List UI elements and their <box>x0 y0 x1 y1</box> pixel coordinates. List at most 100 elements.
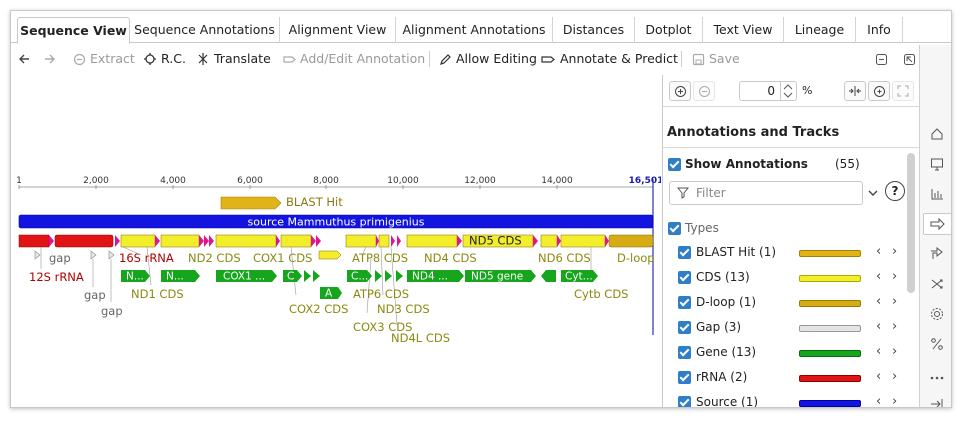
extract-button[interactable]: Extract <box>73 49 135 69</box>
restore-button[interactable] <box>903 49 916 69</box>
cds-feature[interactable] <box>160 234 200 248</box>
tab-dotplot[interactable]: Dotplot <box>635 17 703 43</box>
track-checkbox[interactable] <box>678 396 691 407</box>
blast-hit-feature[interactable] <box>220 196 282 210</box>
track-row-source[interactable]: Source (1) ‹ › <box>663 391 920 408</box>
chevron-left-icon[interactable]: ‹ <box>876 244 882 259</box>
track-row-d-loop[interactable]: D-loop (1) ‹ › <box>663 291 920 316</box>
sequence-canvas[interactable]: 1 2,000 4,000 6,000 8,000 10,000 12,000 … <box>11 75 661 407</box>
chevron-right-icon[interactable]: › <box>892 344 898 359</box>
cds-feature[interactable] <box>560 234 606 248</box>
gap-marker[interactable] <box>108 250 115 260</box>
chevron-right-icon[interactable]: › <box>892 394 898 408</box>
track-checkbox[interactable] <box>678 246 691 259</box>
cds-feature[interactable] <box>318 250 342 260</box>
cds-feature[interactable] <box>280 234 312 248</box>
cds-feature[interactable] <box>345 234 377 248</box>
chevron-left-icon[interactable]: ‹ <box>876 369 882 384</box>
track-checkbox[interactable] <box>678 271 691 284</box>
types-checkbox[interactable] <box>668 222 681 235</box>
chevron-right-icon[interactable]: › <box>892 269 898 284</box>
zoom-input[interactable]: 0 <box>739 81 781 101</box>
gene-feature[interactable] <box>561 270 598 282</box>
tab-text-view[interactable]: Text View <box>703 17 784 43</box>
arrow-right-icon[interactable] <box>923 213 951 235</box>
zoom-stepper[interactable] <box>781 81 797 101</box>
chevron-right-icon[interactable]: › <box>892 294 898 309</box>
track-checkbox[interactable] <box>678 321 691 334</box>
tab-distances[interactable]: Distances <box>553 17 635 43</box>
show-annotations-checkbox[interactable] <box>668 158 681 171</box>
gene-feature[interactable] <box>320 287 342 299</box>
allow-editing-button[interactable]: Allow Editing <box>439 49 537 69</box>
source-feature[interactable] <box>18 214 654 229</box>
crossing-arrows-icon[interactable] <box>926 273 948 295</box>
fit-width-button[interactable] <box>844 81 866 101</box>
gene-feature[interactable] <box>283 270 302 282</box>
gene-feature[interactable] <box>216 270 277 282</box>
filter-field[interactable]: Filter <box>669 181 863 205</box>
translate-button[interactable]: Translate <box>196 49 271 69</box>
zoom-to-fit-button[interactable] <box>892 81 914 101</box>
gene-feature[interactable] <box>347 270 372 282</box>
rrna-feature[interactable] <box>54 234 114 248</box>
tab-lineage[interactable]: Lineage <box>784 17 856 43</box>
gap-marker[interactable] <box>34 250 41 260</box>
gap-marker[interactable] <box>90 250 97 260</box>
zoom-to-selection-button[interactable] <box>868 81 890 101</box>
tab-sequence-view[interactable]: Sequence View <box>17 17 130 44</box>
chevron-left-icon[interactable]: ‹ <box>876 394 882 408</box>
bar-chart-icon[interactable] <box>926 183 948 205</box>
track-row-cds[interactable]: CDS (13) ‹ › <box>663 266 920 291</box>
home-icon[interactable] <box>926 123 948 145</box>
tab-alignment-view[interactable]: Alignment View <box>280 17 396 43</box>
track-row-gene[interactable]: Gene (13) ‹ › <box>663 341 920 366</box>
gene-feature[interactable] <box>161 270 200 282</box>
collapse-right-icon[interactable] <box>926 393 948 407</box>
cds-feature[interactable] <box>120 234 156 248</box>
d-loop-feature[interactable] <box>608 234 654 248</box>
cds-feature[interactable] <box>406 234 458 248</box>
track-checkbox[interactable] <box>678 346 691 359</box>
help-icon[interactable]: ? <box>885 181 905 201</box>
gene-feature[interactable] <box>465 270 536 282</box>
save-button[interactable]: Save <box>692 49 740 69</box>
chevron-left-icon[interactable]: ‹ <box>876 344 882 359</box>
annotate-predict-button[interactable]: Annotate & Predict <box>541 49 678 69</box>
filter-dropdown-button[interactable] <box>867 183 881 203</box>
track-row-gap[interactable]: Gap (3) ‹ › <box>663 316 920 341</box>
cds-feature[interactable] <box>215 234 277 248</box>
chevron-right-icon[interactable]: › <box>892 244 898 259</box>
monitor-icon[interactable] <box>926 153 948 175</box>
track-row-rrna[interactable]: rRNA (2) ‹ › <box>663 366 920 391</box>
gene-feature[interactable] <box>541 270 556 282</box>
zoom-out-button[interactable] <box>693 81 715 101</box>
forward-button[interactable] <box>43 49 57 69</box>
export-icon[interactable] <box>926 243 948 265</box>
chevron-right-icon[interactable]: › <box>892 369 898 384</box>
percent-icon[interactable] <box>926 333 948 355</box>
rrna-feature[interactable] <box>18 234 50 248</box>
gene-feature[interactable] <box>407 270 464 282</box>
tab-sequence-annotations[interactable]: Sequence Annotations <box>130 17 280 43</box>
add-edit-annotation-button[interactable]: Add/Edit Annotation <box>283 49 425 69</box>
chevron-left-icon[interactable]: ‹ <box>876 269 882 284</box>
collapse-button[interactable] <box>875 49 888 69</box>
chevron-right-icon[interactable]: › <box>892 319 898 334</box>
zoom-in-button[interactable] <box>669 81 691 101</box>
cds-feature[interactable] <box>378 234 390 248</box>
back-button[interactable] <box>17 49 31 69</box>
tab-info[interactable]: Info <box>856 17 903 43</box>
chevron-left-icon[interactable]: ‹ <box>876 319 882 334</box>
more-icon[interactable] <box>926 367 948 389</box>
tab-alignment-annotations[interactable]: Alignment Annotations <box>396 17 553 43</box>
track-row-blast-hit[interactable]: BLAST Hit (1) ‹ › <box>663 241 920 266</box>
cds-feature[interactable] <box>540 234 558 248</box>
reverse-complement-button[interactable]: R.C. <box>143 49 186 69</box>
chevron-left-icon[interactable]: ‹ <box>876 294 882 309</box>
track-checkbox[interactable] <box>678 371 691 384</box>
gene-feature[interactable] <box>121 270 150 282</box>
settings-gear-icon[interactable] <box>926 303 948 325</box>
panel-scrollbar[interactable] <box>907 153 915 293</box>
track-checkbox[interactable] <box>678 296 691 309</box>
